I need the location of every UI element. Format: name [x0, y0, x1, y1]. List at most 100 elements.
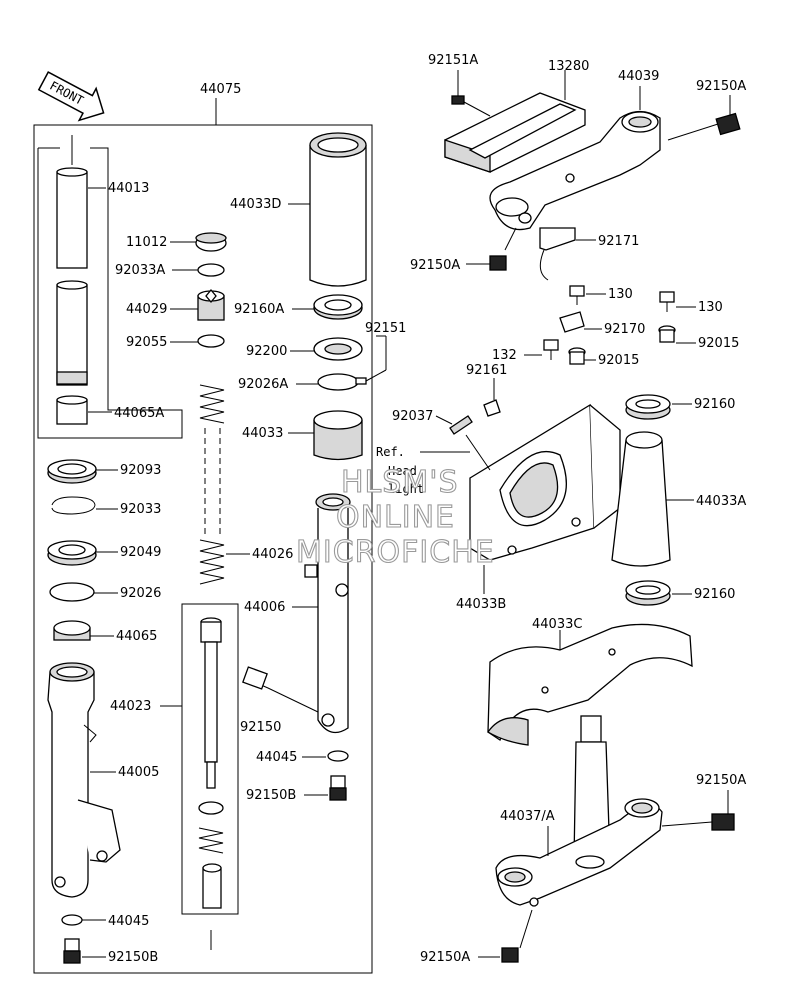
middle-labels: 130 130 92170 132 92015 92015 92161 9203…: [392, 287, 746, 612]
label-92160-upper: 92160: [694, 397, 735, 412]
spacer-92160-upper: [625, 394, 671, 420]
label-92160A: 92160A: [234, 302, 284, 317]
bushing-44065: [53, 620, 91, 641]
label-92015-b: 92015: [698, 336, 739, 351]
spacer-92160A: [313, 294, 363, 320]
label-92049: 92049: [120, 545, 161, 560]
label-11012: 11012: [126, 235, 167, 250]
bolt-92150B-center: [329, 775, 347, 801]
headlight-housing-44033B: [465, 403, 621, 561]
screw-92151: [376, 335, 387, 370]
collar-92015-a: [568, 347, 586, 365]
collar-92015-b: [658, 325, 676, 343]
bolt-132: [543, 339, 559, 360]
bolt-92150A-top-left: [489, 227, 517, 271]
lower-labels: 44033C 92150A 44037/A 92150A: [420, 617, 746, 965]
label-92171: 92171: [598, 234, 639, 249]
washer-92200: [313, 337, 363, 361]
label-44029: 44029: [126, 302, 167, 317]
bracket-92171: [539, 227, 576, 281]
label-92170: 92170: [604, 322, 645, 337]
label-92200: 92200: [246, 344, 287, 359]
fork-assembly-44075: [33, 98, 373, 974]
clamp-92026A: [317, 369, 387, 391]
label-92015-a: 92015: [598, 353, 639, 368]
bracket-13280: [444, 70, 586, 173]
label-92151: 92151: [365, 321, 406, 336]
label-44026: 44026: [252, 547, 293, 562]
watermark: HLSM'S ONLINE MICROFICHE: [295, 464, 495, 570]
label-44023: 44023: [110, 699, 151, 714]
label-44005: 44005: [118, 765, 159, 780]
label-92150A-top-right: 92150A: [696, 79, 746, 94]
label-44065A: 44065A: [114, 406, 164, 421]
label-44039: 44039: [618, 69, 659, 84]
label-44075: 44075: [200, 82, 241, 97]
label-44033C: 44033C: [532, 617, 582, 632]
watermark-line-3: MICROFICHE: [296, 535, 495, 570]
cover-44033C: [487, 623, 693, 746]
o-ring-92055: [197, 334, 225, 348]
label-92037: 92037: [392, 409, 433, 424]
label-44045-left: 44045: [108, 914, 149, 929]
label-92150A-lower-left: 92150A: [420, 950, 470, 965]
fork-tube-44013: [56, 135, 88, 386]
top-clamp-44039: [489, 86, 661, 231]
label-44033B: 44033B: [456, 597, 506, 612]
bolt-92150B-left: [63, 938, 81, 964]
label-13280: 13280: [548, 59, 589, 74]
label-92150B-center: 92150B: [246, 788, 296, 803]
circlip-92033: [51, 496, 96, 515]
label-92150B-left: 92150B: [108, 950, 158, 965]
ref-headlight-note: Ref. Head light: [376, 445, 470, 496]
label-130-b: 130: [698, 300, 723, 315]
bolt-92150A-lower-left: [501, 909, 533, 963]
cover-44033A: [611, 431, 671, 567]
label-92026A: 92026A: [238, 377, 288, 392]
label-44045-center: 44045: [256, 750, 297, 765]
label-44013: 44013: [108, 181, 149, 196]
label-44033: 44033: [242, 426, 283, 441]
upper-labels: 92151A 13280 44039 92150A 92150A 92171: [410, 53, 746, 273]
label-92151A: 92151A: [428, 53, 478, 68]
damper-92037: [449, 415, 473, 435]
label-44065: 44065: [116, 629, 157, 644]
label-92150A-top-left: 92150A: [410, 258, 460, 273]
label-92160-lower: 92160: [694, 587, 735, 602]
bolt-130-a: [569, 285, 585, 305]
label-92033: 92033: [120, 502, 161, 517]
ref-line-2: Head: [388, 464, 417, 478]
label-130-a: 130: [608, 287, 633, 302]
washer-92033A: [197, 263, 225, 277]
washer-44045-left: [61, 914, 83, 926]
label-92161: 92161: [466, 363, 507, 378]
label-92055: 92055: [126, 335, 167, 350]
bolt-92150: [242, 666, 319, 713]
watermark-line-1: HLSM'S: [341, 465, 459, 500]
label-44037A: 44037/A: [500, 809, 555, 824]
left-labels: 44075 44013 11012 92033A 44029 92055 440…: [82, 82, 241, 965]
guide-44033: [313, 410, 363, 461]
bolt-92151A: [451, 70, 491, 117]
fork-slide-bushing-44065A: [56, 395, 88, 425]
cover-tube-44033D: [309, 132, 367, 287]
bracket-92161: [483, 399, 501, 417]
outer-tube-44005: [47, 662, 121, 898]
clip-92170: [559, 311, 585, 333]
label-44006: 44006: [244, 600, 285, 615]
seal-92049: [47, 540, 97, 566]
seal-92093: [47, 459, 97, 484]
bolt-130-b: [659, 291, 675, 312]
front-arrow-icon: FRONT: [37, 71, 105, 122]
bolt-92150A-lower-right: [661, 813, 735, 831]
spacer-92160-lower: [625, 580, 671, 606]
label-92150A-lower-right: 92150A: [696, 773, 746, 788]
spring-44026: [199, 384, 225, 585]
washer-92026: [49, 582, 95, 602]
label-92033A: 92033A: [115, 263, 165, 278]
cap-11012: [195, 232, 227, 252]
damper-rod-44023: [198, 617, 224, 950]
label-92093: 92093: [120, 463, 161, 478]
ref-line-3: light: [388, 482, 424, 496]
